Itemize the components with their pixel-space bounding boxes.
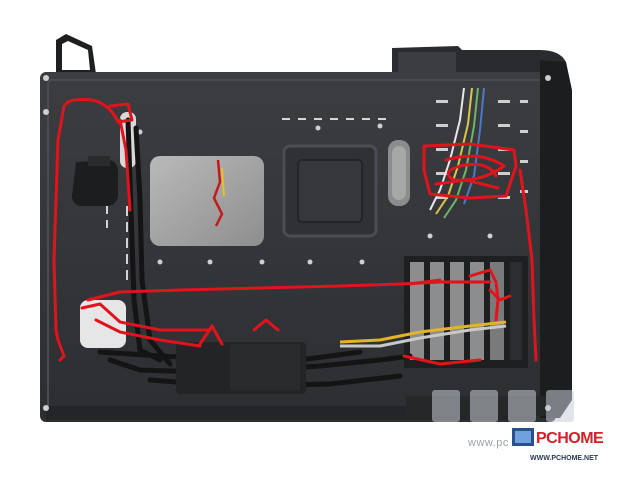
watermark-chinese-glyphs <box>432 390 574 422</box>
psu-cable <box>339 320 507 348</box>
watermark-url: www.pc <box>468 437 509 449</box>
annotation-routes <box>52 98 538 366</box>
embossed-square <box>282 144 378 238</box>
top-slot-row <box>282 118 386 120</box>
top-handle <box>56 34 96 74</box>
pchome-logo-icon <box>512 428 534 446</box>
drive-bay <box>404 256 528 368</box>
left-grommet <box>72 156 118 206</box>
watermark-brand: PCHOME <box>536 430 604 447</box>
watermark-site: WWW.PCHOME.NET <box>530 455 599 462</box>
bottom-fan-block <box>176 342 306 394</box>
cable-hole-right <box>388 140 410 206</box>
left-dash-column <box>106 206 128 280</box>
cpu-cutout <box>150 156 264 246</box>
